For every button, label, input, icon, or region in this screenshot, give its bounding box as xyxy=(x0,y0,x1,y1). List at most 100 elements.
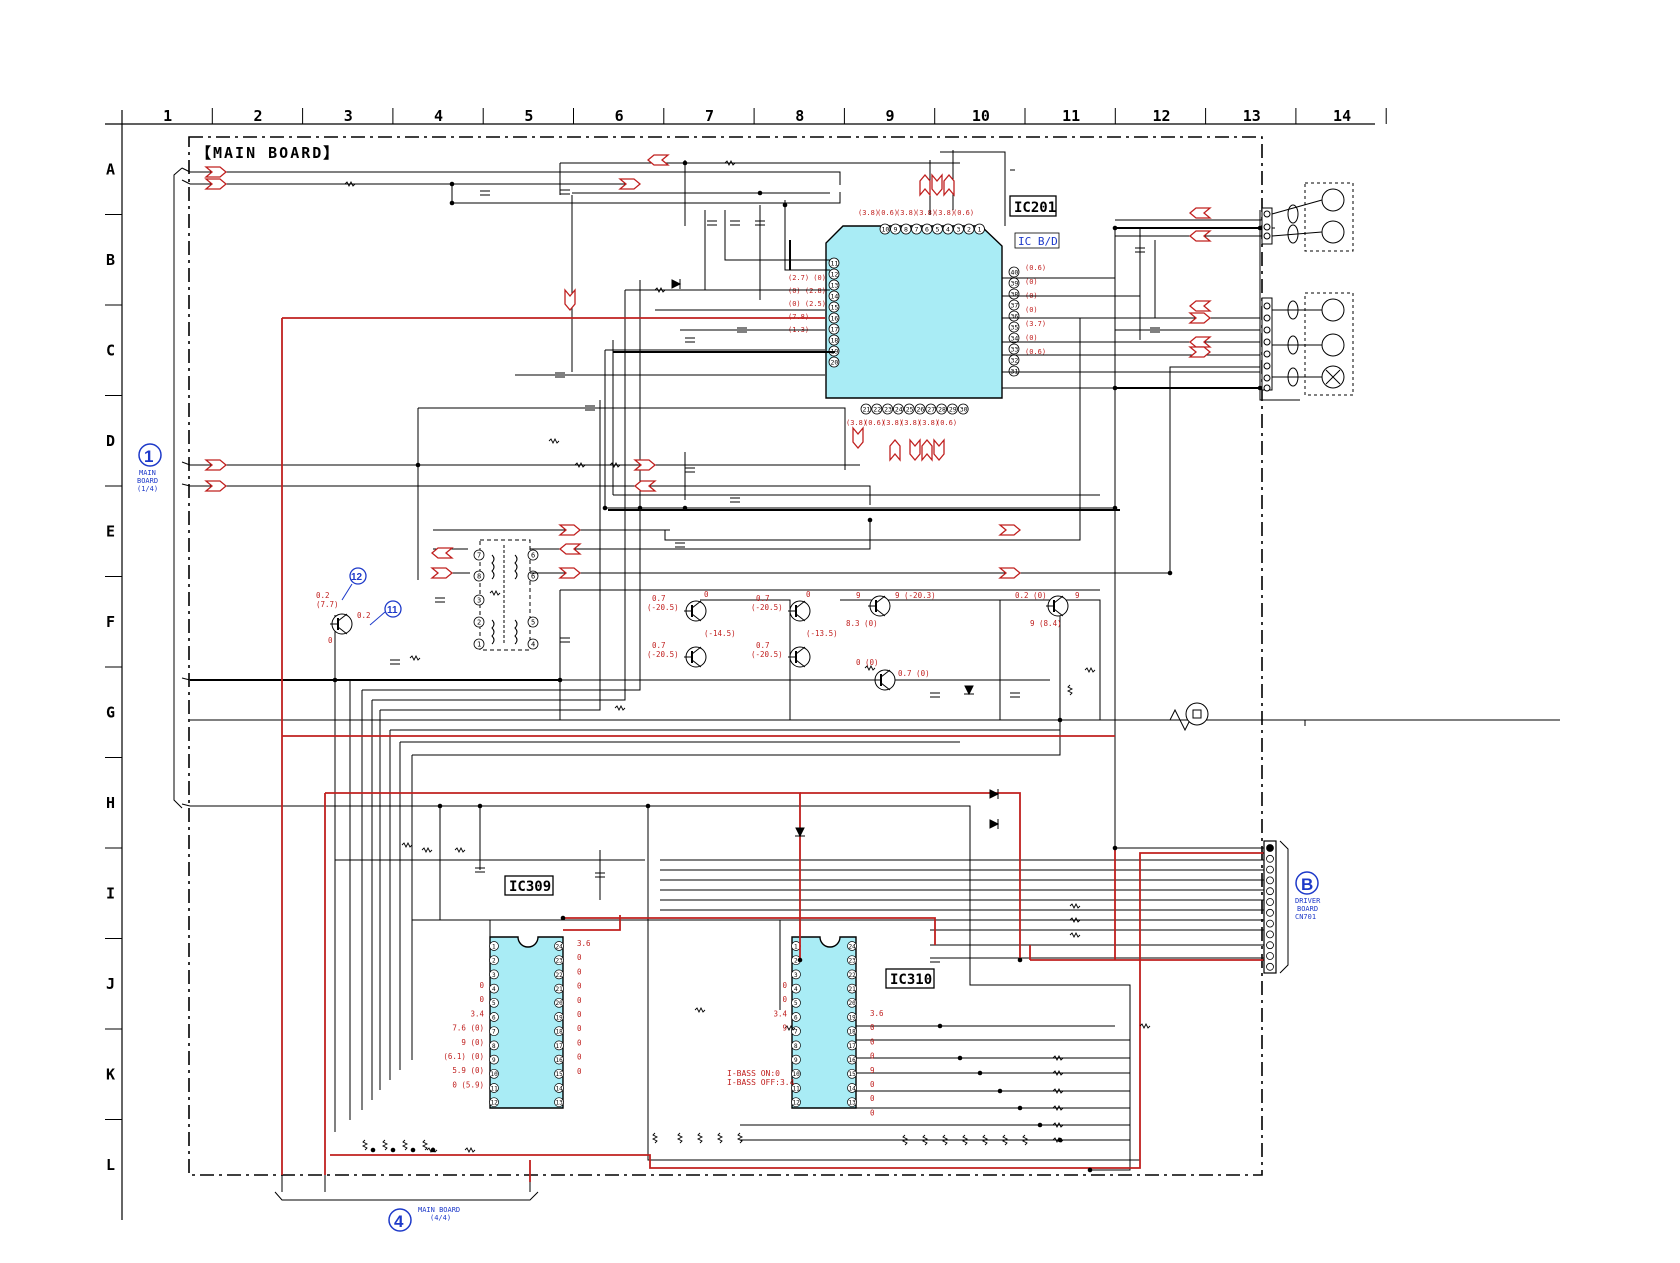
resistor xyxy=(361,1139,369,1151)
transistor xyxy=(873,669,896,691)
connector-4-bracket xyxy=(274,1175,539,1201)
capacitor xyxy=(755,220,765,226)
ic201-pin-number: 35 xyxy=(1011,324,1019,332)
transistors xyxy=(330,595,1069,691)
ic309-pin-number: 18 xyxy=(556,1029,564,1036)
grid-column-label: 4 xyxy=(434,107,443,125)
ic310-pin-number: 23 xyxy=(849,958,857,965)
capacitor xyxy=(595,872,605,878)
diodes xyxy=(671,279,1000,838)
ic309-pin xyxy=(554,1097,564,1108)
ic310-pin xyxy=(791,997,801,1008)
ic309-pin-number: 17 xyxy=(556,1043,564,1050)
resistor xyxy=(1052,1087,1064,1095)
ic201-voltage-label: (0.6) xyxy=(877,209,898,217)
transistor xyxy=(1046,595,1069,617)
ic201-pin-number: 7 xyxy=(915,226,919,234)
ic201-pin xyxy=(1008,365,1020,377)
ic201-voltage-label: (0.6) xyxy=(936,419,957,427)
resistor xyxy=(1052,1121,1064,1129)
ic309-pin xyxy=(489,1097,499,1108)
coil-pin xyxy=(527,616,539,628)
ic309-pin xyxy=(489,1083,499,1093)
ic310-ref: IC310 xyxy=(890,972,932,988)
ic309-pin-number: 1 xyxy=(492,943,496,950)
ic309-pin-number: 13 xyxy=(556,1100,564,1107)
connector-b-pin xyxy=(1266,930,1274,939)
transistor-voltage-label: (7.7) xyxy=(316,600,339,609)
junction-dot xyxy=(1167,570,1173,576)
jack-header-pin xyxy=(1263,384,1271,392)
signal-arrow xyxy=(919,173,931,197)
voltage-label: 5.9 (0) xyxy=(452,1066,484,1075)
ic201-voltage-label: (3.7) xyxy=(1025,320,1046,328)
resistor xyxy=(1052,1054,1064,1062)
resistor xyxy=(574,461,586,469)
capacitor xyxy=(685,337,695,343)
ic201-voltage-label: (3.8) xyxy=(915,209,936,217)
ic201-pin-number: 13 xyxy=(831,282,839,290)
voltage-label: (6.1) (0) xyxy=(443,1052,484,1061)
junction-dot xyxy=(415,462,421,468)
junction-dots xyxy=(332,160,1263,1173)
ic309-pin xyxy=(489,997,499,1008)
main-board-outline xyxy=(188,136,1263,1176)
test-point-11: 11 xyxy=(369,600,402,626)
capacitor xyxy=(1135,247,1145,253)
resistor xyxy=(421,1139,429,1151)
resistor xyxy=(421,846,433,854)
ic201-voltage-label: (0.6) xyxy=(1025,264,1046,272)
ic310-pin-number: 20 xyxy=(849,1000,857,1007)
ic201-ref: IC201 xyxy=(1014,200,1056,216)
transistor-voltage-label: 9 xyxy=(856,591,861,600)
ic201-pin xyxy=(1008,343,1020,355)
voltage-label: 0 xyxy=(870,1108,875,1117)
ic201-pin xyxy=(903,403,915,415)
ic201-function: IC B/D xyxy=(1018,235,1058,248)
coil-pin-number: 3 xyxy=(477,597,481,605)
voltage-label: 9 xyxy=(782,1024,787,1033)
voltage-label: 0 xyxy=(577,1024,582,1033)
ic201-pin xyxy=(882,403,893,415)
resistor xyxy=(1052,1069,1064,1077)
voltage-label: 0 xyxy=(479,995,484,1004)
ic310-pin-number: 16 xyxy=(849,1057,857,1064)
ic201-pin-number: 15 xyxy=(831,304,839,312)
ic310-pin-number: 4 xyxy=(794,986,798,993)
ic310-pin-number: 7 xyxy=(794,1029,798,1036)
transistor-voltage-label: 9 (8.4) xyxy=(1030,619,1062,628)
ic310-pin xyxy=(791,1083,801,1093)
ic201-pin-number: 2 xyxy=(967,226,971,234)
ic310-pin xyxy=(847,1083,857,1093)
voltage-label: 3.6 xyxy=(577,939,591,948)
signal-arrow xyxy=(889,438,901,462)
ic310-pin xyxy=(847,1040,857,1051)
voltage-label: 3.4 xyxy=(773,1009,787,1018)
grid-row-label: B xyxy=(106,251,115,269)
resistor xyxy=(409,654,421,662)
ic309-pin-number: 20 xyxy=(556,1000,564,1007)
ic201-function-box xyxy=(1014,232,1060,249)
ic201-pin-number: 37 xyxy=(1011,302,1019,310)
ic201-pin xyxy=(828,323,840,335)
ic309-pin xyxy=(489,955,499,966)
ic310-ref-box xyxy=(885,968,935,989)
grid-row-label: I xyxy=(106,884,115,902)
coil-pin xyxy=(473,638,485,650)
resistor xyxy=(1069,931,1081,939)
ic201-pin xyxy=(1008,332,1020,344)
transistor xyxy=(788,646,811,668)
coil-pin-number: 1 xyxy=(477,641,481,649)
resistor xyxy=(614,704,626,712)
voltage-label: 9 (0) xyxy=(461,1038,484,1047)
signal-arrow xyxy=(633,480,657,492)
ic310-pin xyxy=(847,969,857,980)
ic201-pin xyxy=(953,223,964,235)
connector-b-line3: CN701 xyxy=(1295,913,1316,921)
grid-column-label: 6 xyxy=(615,107,624,125)
transistor-voltage-label: 0.7 xyxy=(756,594,770,603)
ic201-pin-number: 3 xyxy=(957,226,961,234)
connector-b-pin xyxy=(1266,952,1274,960)
jack-header-pin xyxy=(1263,374,1271,382)
